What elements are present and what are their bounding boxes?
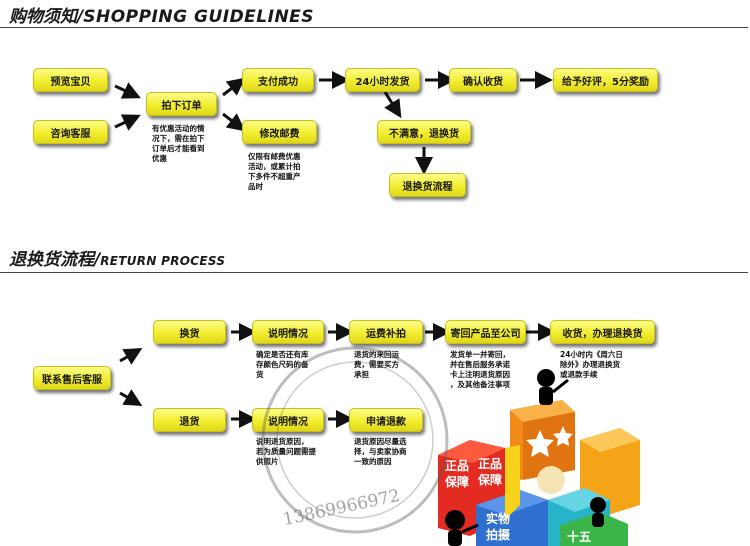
order-note: 有优惠活动的情 况下，需在拍下 订单后才能看到 优惠 bbox=[152, 124, 205, 163]
arrow-contact-refund bbox=[119, 389, 143, 407]
star-icon bbox=[526, 430, 554, 457]
step-contact-after-sales: 联系售后客服 bbox=[33, 366, 111, 390]
step-positive-review: 给予好评，5分奖励 bbox=[553, 68, 658, 92]
step-exchange: 换货 bbox=[153, 320, 226, 344]
explain-exchange-note: 确定是否还有库 存颜色尺码的备 货 bbox=[256, 350, 309, 379]
badge-genuine-1: 正品 bbox=[445, 459, 470, 473]
star-icon bbox=[553, 426, 573, 446]
explain-refund-note: 说明退货原因， 若为质量问题需提 供照片 bbox=[256, 437, 316, 466]
section-divider bbox=[0, 27, 748, 28]
receive-note: 24小时内《周六日 除外》办理退换货 或退款手续 bbox=[560, 350, 623, 379]
send-back-note: 发货单一并寄回， 并在售后服务承诺 卡上注明退货原因 ，及其他备注事项 bbox=[450, 350, 510, 389]
badge-guarantee-1: 保障 bbox=[445, 475, 470, 489]
badge-genuine-2: 正品 bbox=[478, 457, 503, 471]
badge-real: 实物 bbox=[486, 512, 511, 526]
step-confirm-receipt: 确认收货 bbox=[449, 68, 517, 92]
arrow-ship-unsatisfied bbox=[383, 91, 402, 119]
badge-ten: 十五 bbox=[567, 530, 592, 544]
arrow-order-pay bbox=[222, 77, 246, 97]
step-receive-process: 收货，办理退换货 bbox=[550, 320, 655, 344]
step-modify-postage: 修改邮费 bbox=[242, 120, 317, 144]
step-explain-refund: 说明情况 bbox=[252, 408, 324, 432]
step-explain-exchange: 说明情况 bbox=[252, 320, 324, 344]
step-unsatisfied-return: 不满意，退换货 bbox=[377, 120, 471, 144]
shipping-fee-note: 退货的来回运 费，需要买方 承担 bbox=[354, 350, 399, 379]
arrow-consult-order bbox=[114, 114, 141, 131]
step-send-back: 寄回产品至公司 bbox=[445, 320, 526, 344]
arrow-order-modify bbox=[222, 112, 246, 132]
arrow-contact-exchange bbox=[119, 347, 143, 365]
step-consult-service: 咨询客服 bbox=[33, 120, 108, 144]
step-place-order: 拍下订单 bbox=[146, 92, 217, 116]
postage-note: 仅限有邮费优惠 活动，或累计拍 下多件不超重产 品时 bbox=[248, 152, 301, 191]
section-divider bbox=[0, 272, 748, 273]
step-apply-refund: 申请退款 bbox=[349, 408, 423, 432]
step-browse-item: 预览宝贝 bbox=[33, 68, 108, 92]
step-return-process: 退换货流程 bbox=[389, 173, 466, 197]
badge-photo: 拍摄 bbox=[486, 528, 511, 542]
apply-refund-note: 退货原因尽量选 择，与卖家协商 一致的原因 bbox=[354, 437, 407, 466]
step-refund: 退货 bbox=[153, 408, 226, 432]
badge-guarantee-2: 保障 bbox=[478, 473, 503, 487]
step-ship-24h: 24小时发货 bbox=[345, 68, 420, 92]
step-payment-success: 支付成功 bbox=[242, 68, 314, 92]
step-shipping-fee: 运费补拍 bbox=[349, 320, 423, 344]
return-process-title: 退换货流程/RETURN PROCESS bbox=[9, 250, 226, 270]
arrow-browse-order bbox=[114, 82, 141, 99]
shopping-guidelines-title: 购物须知/SHOPPING GUIDELINES bbox=[9, 7, 315, 27]
